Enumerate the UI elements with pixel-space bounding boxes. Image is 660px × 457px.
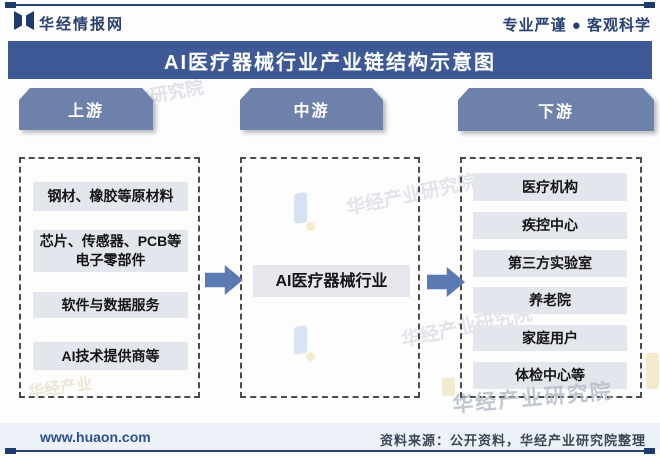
downstream-header: 下游 — [458, 88, 654, 131]
upstream-item: 软件与数据服务 — [33, 292, 188, 318]
upstream-header-label: 上游 — [19, 88, 153, 130]
upstream-item: 芯片、传感器、PCB等电子零部件 — [33, 230, 188, 272]
footer-source-note: 资料来源：公开资料，华经产业研究院整理 — [379, 433, 646, 448]
upstream-item: 钢材、橡胶等原材料 — [33, 182, 188, 211]
huajing-bowtie-logo-icon — [13, 11, 35, 35]
upstream-item: AI技术提供商等 — [33, 342, 188, 370]
midstream-item: AI医疗器械行业 — [253, 265, 410, 297]
downstream-panel — [460, 157, 642, 398]
footer-website: www.huaon.com — [40, 429, 151, 445]
top-divider-rule — [5, 2, 655, 8]
downstream-header-label: 下游 — [458, 88, 654, 131]
downstream-item: 疾控中心 — [473, 212, 627, 239]
midstream-header-label: 中游 — [240, 88, 383, 130]
footer-band — [0, 423, 660, 450]
brand-tagline: 专业严谨 ● 客观科学 — [502, 17, 651, 34]
midstream-panel — [240, 157, 420, 398]
upstream-header: 上游 — [19, 88, 153, 130]
page-title: AI医疗器械行业产业链结构示意图 — [8, 41, 652, 79]
downstream-item: 体检中心等 — [473, 362, 627, 389]
upstream-panel — [19, 157, 200, 398]
right-flow-arrow-icon — [205, 265, 243, 295]
watermark-logo-fragment — [646, 353, 659, 389]
downstream-item: 家庭用户 — [473, 325, 627, 351]
downstream-item: 第三方实验室 — [473, 250, 627, 277]
bottom-divider-rule — [5, 448, 655, 454]
brand-name: 华经情报网 — [39, 16, 125, 33]
midstream-header: 中游 — [240, 88, 383, 130]
downstream-item: 医疗机构 — [473, 173, 627, 201]
watermark-logo-fragment — [442, 378, 455, 396]
downstream-item: 养老院 — [473, 287, 627, 314]
